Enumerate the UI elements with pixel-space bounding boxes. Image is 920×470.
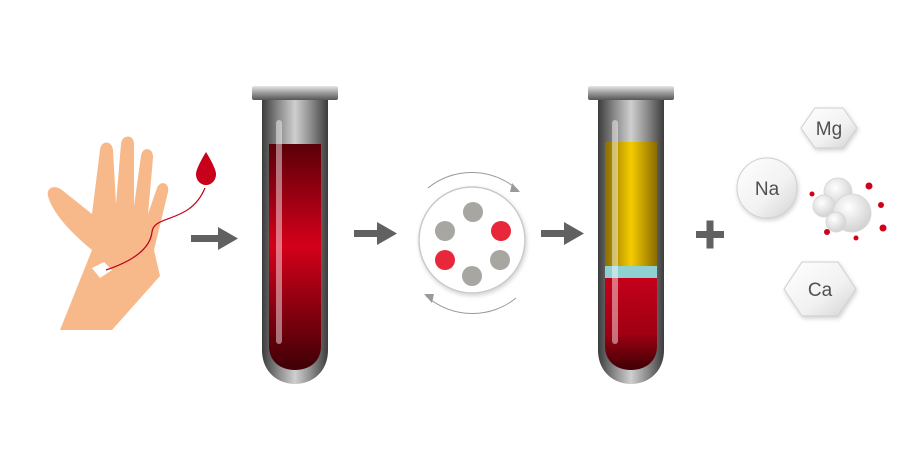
rotor-slot-red <box>435 250 455 270</box>
ion-hexagons-icon: Mg Na Ca <box>736 107 887 317</box>
rotation-arrow-bottom <box>425 295 517 314</box>
rotor-slot-grey <box>490 250 510 270</box>
ion-label: Mg <box>816 119 842 140</box>
ion-mg-hexagon: Mg <box>800 107 858 149</box>
arrow-right-icon <box>541 222 584 245</box>
hand <box>47 136 169 330</box>
separated-tube <box>588 86 674 384</box>
rotation-arrowhead-top <box>510 183 520 192</box>
tube-highlight <box>612 120 618 344</box>
tube-cap <box>588 86 674 100</box>
whole-blood-tube <box>252 86 338 384</box>
rotation-arrow-top <box>427 172 519 191</box>
hand-with-iv-line-icon <box>47 136 216 330</box>
centrifuge-rotor-icon <box>418 172 526 314</box>
rotor-slot-grey <box>463 202 483 222</box>
arrow-right-icon <box>191 227 238 250</box>
iv-tube <box>105 187 206 271</box>
tube-cap <box>252 86 338 100</box>
arrow-right-icon <box>354 222 397 245</box>
tube-highlight <box>276 120 282 344</box>
rotation-arrowhead-bottom <box>424 294 434 303</box>
rotor-slot-grey <box>462 266 482 286</box>
rotor-slot-grey <box>435 221 455 241</box>
ion-ca-hexagon: Ca <box>783 261 857 317</box>
blood-drop-icon <box>196 152 216 185</box>
plasma-layer <box>605 142 657 266</box>
iv-catheter <box>92 262 112 278</box>
tube-blood <box>269 144 321 370</box>
plus-icon <box>696 220 724 249</box>
rotor-slot-red <box>491 221 511 241</box>
red-cell-layer <box>605 278 657 370</box>
buffy-coat-layer <box>605 266 657 278</box>
ion-label: Na <box>755 179 780 200</box>
platelet-cluster-icon <box>809 177 887 241</box>
ion-label: Ca <box>808 280 833 301</box>
ion-na-circle: Na <box>736 157 798 219</box>
